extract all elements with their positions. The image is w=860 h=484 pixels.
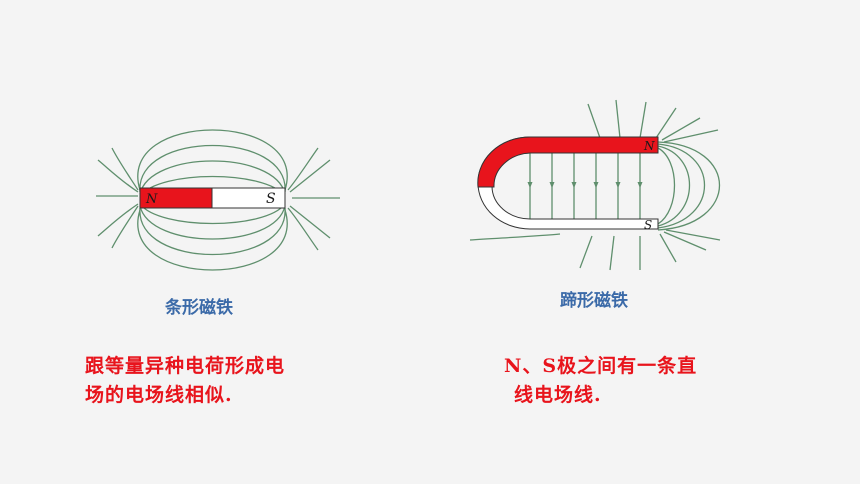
bar-magnet-field-lines <box>96 129 340 271</box>
horseshoe-south-label: S <box>644 218 652 232</box>
bar-description-line-1: 跟等量异种电荷形成电 <box>85 355 286 377</box>
bar-north-label: N <box>145 192 158 207</box>
horseshoe-description: N、S极之间有一条直 线电场线. <box>504 352 697 410</box>
bar-magnet-description: 跟等量异种电荷形成电 场的电场线相似. <box>85 352 285 410</box>
horseshoe-description-line-2: 线电场线. <box>514 384 602 406</box>
bar-magnet: N S <box>139 187 286 209</box>
horseshoe-north-label: N <box>643 139 655 153</box>
horseshoe-description-line-1: N、S极之间有一条直 <box>504 355 698 377</box>
bar-description-line-2: 场的电场线相似. <box>85 384 233 406</box>
horseshoe-magnet-caption: 蹄形磁铁 <box>560 291 628 311</box>
horseshoe-north-arm <box>477 136 659 188</box>
bar-south-label: S <box>266 191 276 207</box>
horseshoe-field-lines <box>469 99 721 271</box>
bar-magnet-south-half <box>211 187 286 209</box>
bar-magnet-caption: 条形磁铁 <box>165 298 233 318</box>
horseshoe-magnet: N S <box>477 136 659 232</box>
